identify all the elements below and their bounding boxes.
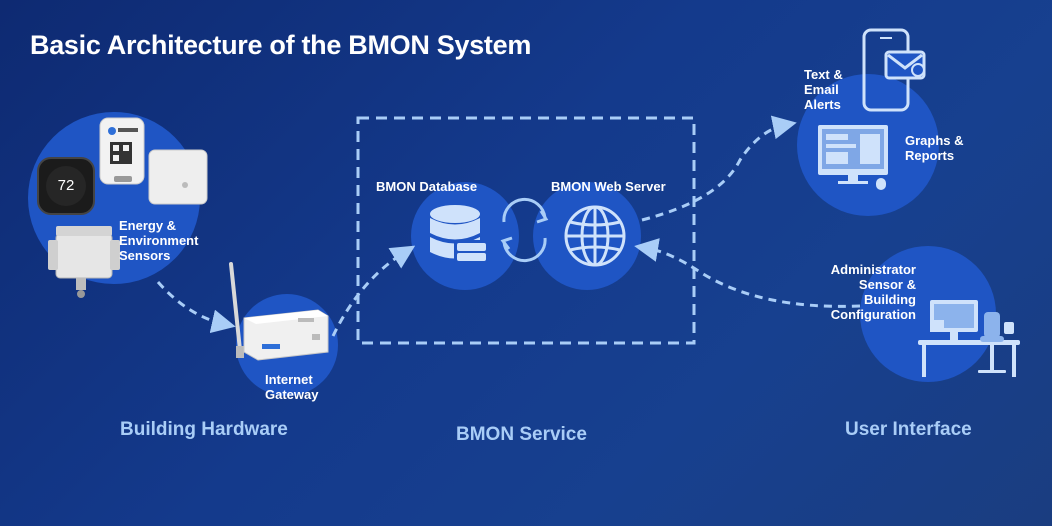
monitor-reports-icon (818, 125, 888, 190)
sensors-label: Energy & Environment Sensors (119, 218, 199, 263)
page-title: Basic Architecture of the BMON System (30, 30, 532, 60)
arrow-sensors-to-gateway (156, 281, 236, 334)
thermostat-reading: 72 (57, 177, 75, 194)
small-sensor-device (99, 117, 145, 185)
section-building-hardware: Building Hardware (120, 419, 288, 440)
alerts-label: Text & Email Alerts (804, 67, 843, 112)
database-icon (430, 205, 488, 264)
arrow-admin-to-webserver (634, 238, 861, 308)
globe-icon (564, 205, 626, 267)
webserver-label: BMON Web Server (551, 179, 666, 194)
phone-email-icon (862, 28, 926, 112)
enclosure-sensor-device (48, 226, 120, 298)
gateway-label: Internet Gateway (265, 372, 319, 402)
sync-cycle-icon (500, 197, 549, 263)
section-user-interface: User Interface (845, 419, 972, 440)
graphs-label: Graphs & Reports (905, 133, 964, 163)
admin-label: Administrator Sensor & Building Configur… (830, 262, 916, 322)
room-sensor-device (148, 149, 208, 205)
thermostat-device (37, 157, 95, 215)
bmon-service-box (356, 116, 696, 345)
arrow-webserver-to-alerts (641, 115, 797, 222)
database-label: BMON Database (376, 179, 478, 194)
arrow-gateway-to-database (331, 245, 416, 337)
gateway-router-device (229, 262, 329, 361)
admin-desk-icon (918, 300, 1020, 377)
section-bmon-service: BMON Service (456, 424, 587, 445)
